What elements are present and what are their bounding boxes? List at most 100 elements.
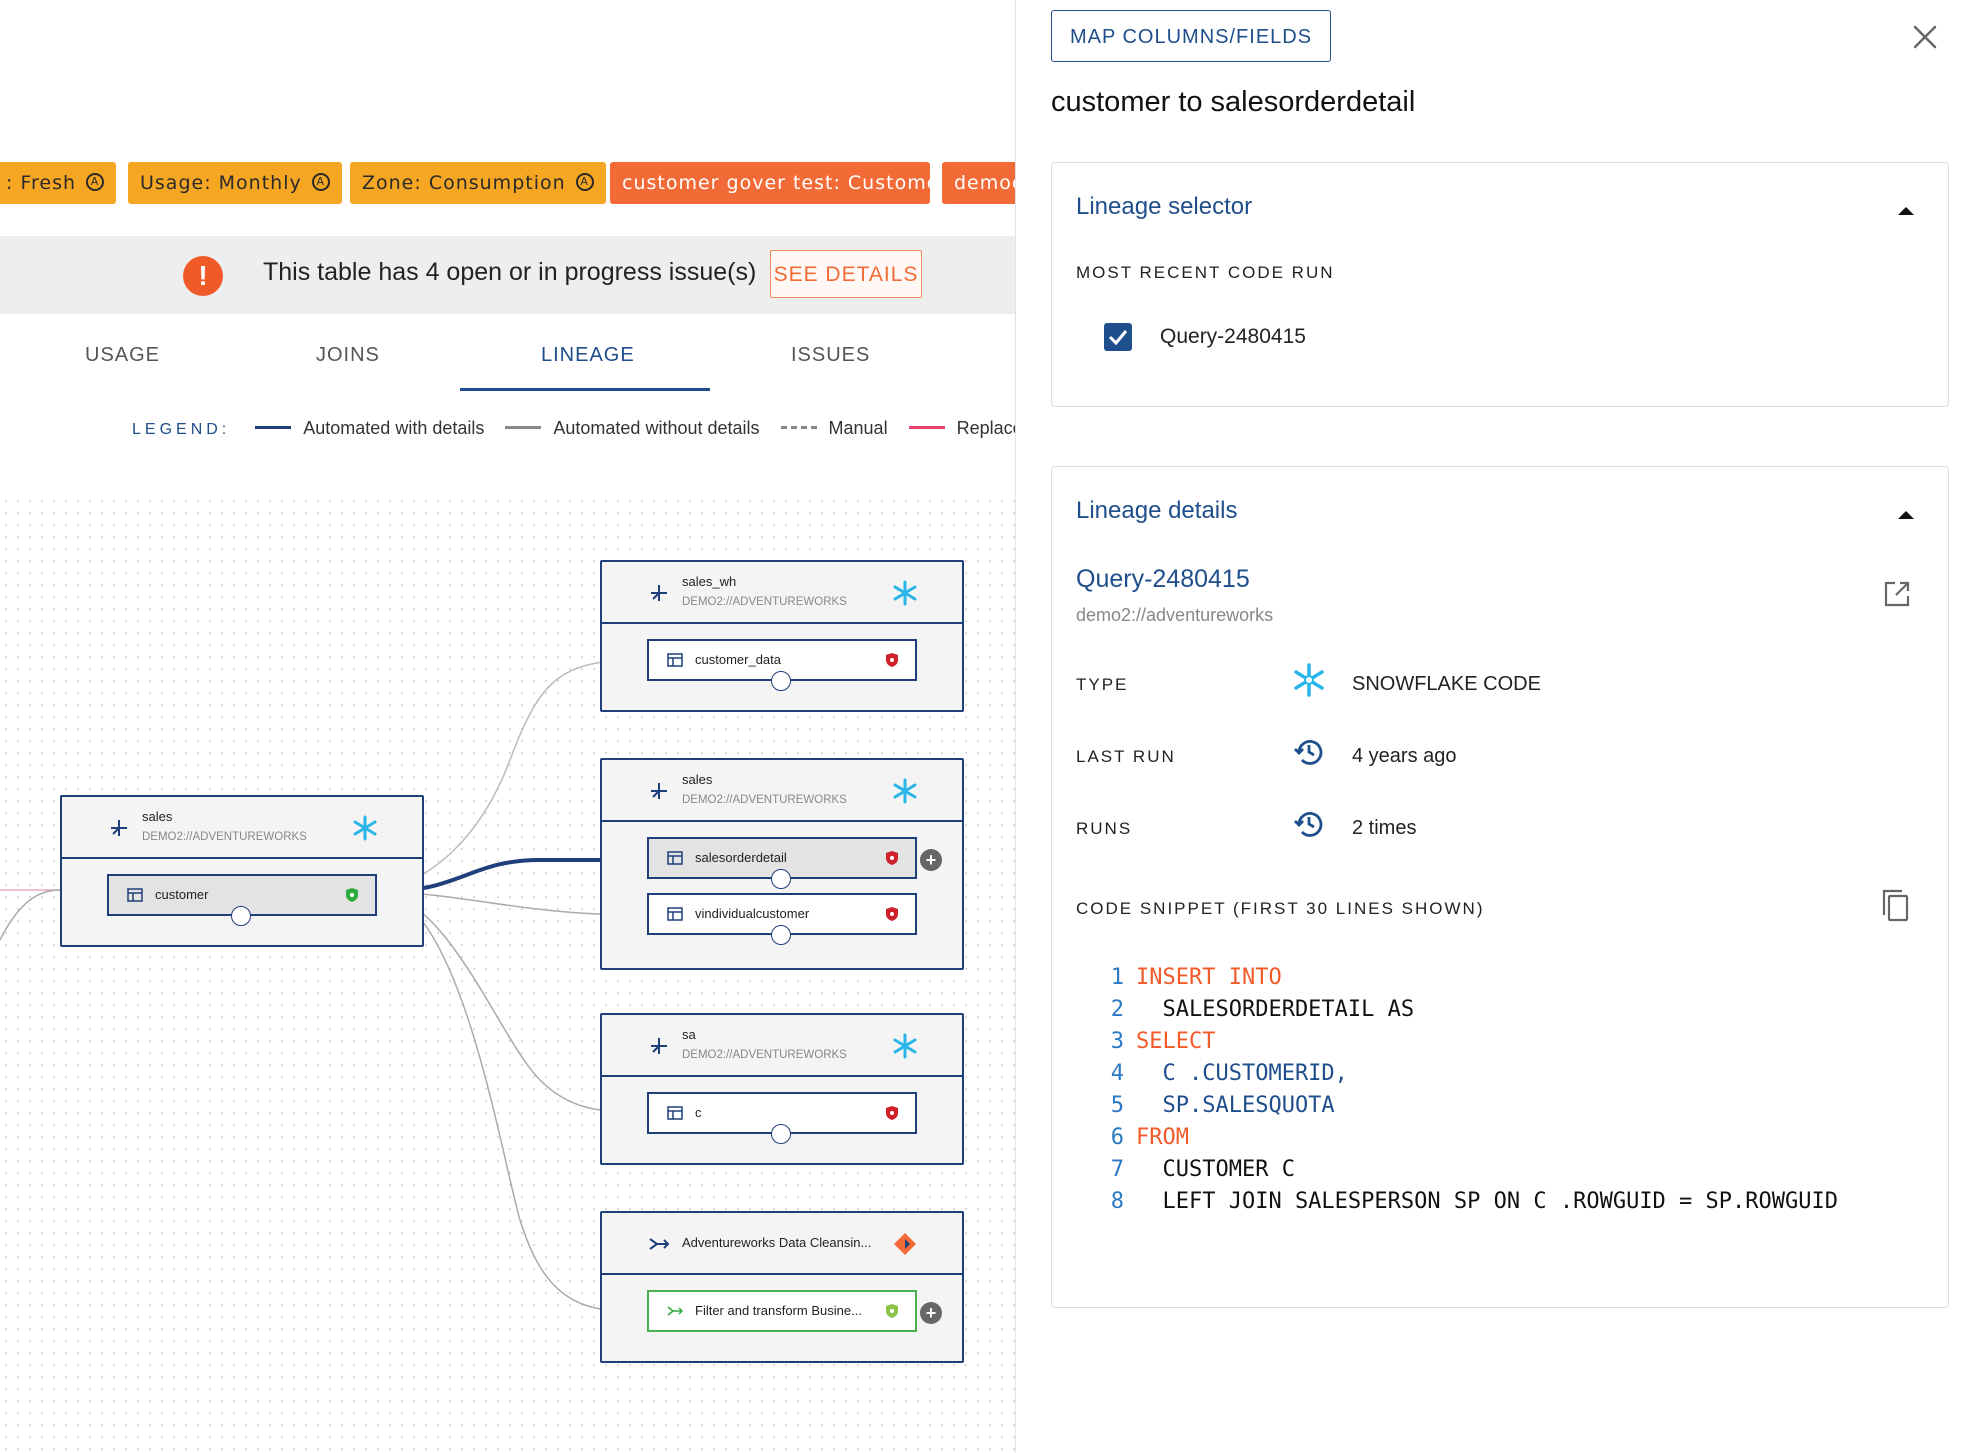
- open-external-icon[interactable]: [1882, 579, 1912, 609]
- line-number: 3: [1110, 1029, 1124, 1054]
- tag-zone[interactable]: Zone: Consumption A: [350, 162, 606, 204]
- last-run-value: 4 years ago: [1352, 745, 1457, 767]
- field-c[interactable]: c: [647, 1092, 917, 1144]
- node-title: sales: [142, 809, 173, 824]
- node-header: sales DEMO2://ADVENTUREWORKS: [62, 797, 422, 859]
- node-sales-wh[interactable]: sales_wh DEMO2://ADVENTUREWORKS customer…: [600, 560, 964, 712]
- expand-chevron-icon[interactable]: [771, 869, 791, 889]
- field-label: salesorderdetail: [695, 850, 787, 865]
- edge-to-customer-data: [379, 660, 640, 893]
- legend-swatch-manual: [780, 425, 817, 429]
- node-title: sales: [682, 772, 713, 787]
- add-plus-icon[interactable]: +: [920, 849, 942, 871]
- snowflake-icon: [1294, 663, 1324, 697]
- field-vindividualcustomer[interactable]: vindividualcustomer: [647, 893, 917, 945]
- tag-fresh[interactable]: : Fresh A: [0, 162, 117, 204]
- code-line: 4 C .CUSTOMERID,: [1100, 1058, 1838, 1090]
- node-sales[interactable]: sales DEMO2://ADVENTUREWORKS salesorderd…: [600, 758, 964, 970]
- tab-usage[interactable]: USAGE: [85, 344, 161, 366]
- legend-item: Automated with details: [303, 418, 485, 438]
- runs-value: 2 times: [1352, 817, 1417, 839]
- code-line: 3 SELECT: [1100, 1026, 1838, 1058]
- check-icon: [1108, 330, 1128, 346]
- snowflake-icon: [893, 778, 917, 804]
- code-text: SP.SALESQUOTA: [1136, 1093, 1335, 1118]
- card-title: Lineage selector: [1076, 193, 1253, 220]
- node-sales-source[interactable]: sales DEMO2://ADVENTUREWORKS customer: [60, 795, 424, 947]
- field-label: customer: [155, 887, 209, 902]
- legend-item: Manual: [828, 418, 888, 438]
- snowflake-icon: [893, 1033, 917, 1059]
- field-filter-transform[interactable]: Filter and transform Busine...: [647, 1290, 917, 1332]
- query-link[interactable]: Query-2480415: [1076, 565, 1250, 593]
- map-columns-button[interactable]: MAP COLUMNS/FIELDS: [1051, 10, 1331, 62]
- line-number: 2: [1110, 997, 1124, 1022]
- node-adventureworks-cleansing[interactable]: Adventureworks Data Cleansin... Filter a…: [600, 1211, 964, 1363]
- see-details-button[interactable]: SEE DETAILS: [770, 250, 922, 298]
- expand-chevron-icon[interactable]: [231, 906, 251, 926]
- legend-item: Replace: [956, 418, 1015, 438]
- node-header: sales DEMO2://ADVENTUREWORKS: [602, 760, 962, 822]
- schema-icon: [111, 820, 127, 836]
- shield-icon: [886, 851, 898, 865]
- snowflake-icon: [353, 815, 377, 841]
- tag-label: democ: [954, 172, 1015, 194]
- code-line: 6 FROM: [1100, 1122, 1838, 1154]
- code-text: C .CUSTOMERID,: [1136, 1061, 1348, 1086]
- line-number: 4: [1110, 1061, 1124, 1086]
- tag-label: Usage: Monthly: [140, 172, 302, 194]
- shield-icon: [886, 653, 898, 667]
- query-source: demo2://adventureworks: [1076, 605, 1274, 625]
- query-checkbox[interactable]: [1104, 323, 1132, 351]
- node-subtitle: DEMO2://ADVENTUREWORKS: [682, 1049, 847, 1061]
- tag-label: : Fresh: [6, 172, 77, 194]
- lineage-selector-card: Lineage selector MOST RECENT CODE RUN Qu…: [1051, 162, 1949, 407]
- collapse-caret-icon[interactable]: [1898, 511, 1914, 519]
- issue-banner: ! This table has 4 open or in progress i…: [0, 236, 1015, 314]
- shield-icon: [886, 1304, 898, 1318]
- type-label: TYPE: [1076, 675, 1129, 694]
- copy-icon[interactable]: [1878, 887, 1912, 925]
- remove-tag-icon[interactable]: A: [86, 172, 105, 191]
- tag-usage[interactable]: Usage: Monthly A: [128, 162, 342, 204]
- add-plus-icon[interactable]: +: [920, 1302, 942, 1324]
- legend-item: Automated without details: [553, 418, 760, 438]
- tab-joins[interactable]: JOINS: [316, 344, 380, 366]
- schema-icon: [651, 783, 667, 799]
- tag-customer-gover[interactable]: customer gover test: Customer: [610, 162, 947, 204]
- tab-lineage[interactable]: LINEAGE: [541, 344, 635, 366]
- schema-icon: [651, 1038, 667, 1054]
- query-option-label[interactable]: Query-2480415: [1160, 325, 1306, 348]
- edge-in: [0, 889, 61, 941]
- code-line: 8 LEFT JOIN SALESPERSON SP ON C .ROWGUID…: [1100, 1186, 1838, 1218]
- node-sa[interactable]: sa DEMO2://ADVENTUREWORKS c: [600, 1013, 964, 1165]
- line-number: 6: [1110, 1125, 1124, 1150]
- tab-issues[interactable]: ISSUES: [791, 344, 871, 366]
- expand-chevron-icon[interactable]: [771, 925, 791, 945]
- code-text: FROM: [1136, 1125, 1189, 1150]
- code-line: 7 CUSTOMER C: [1100, 1154, 1838, 1186]
- node-subtitle: DEMO2://ADVENTUREWORKS: [142, 831, 307, 843]
- expand-chevron-icon[interactable]: [771, 671, 791, 691]
- panel-title: customer to salesorderdetail: [1051, 86, 1416, 118]
- close-icon[interactable]: [1910, 22, 1940, 52]
- history-icon: [1294, 740, 1323, 765]
- expand-chevron-icon[interactable]: [771, 1124, 791, 1144]
- legend-swatch-automated-no-details: [505, 425, 542, 429]
- node-header: Adventureworks Data Cleansin...: [602, 1213, 962, 1275]
- code-text: LEFT JOIN SALESPERSON SP ON C .ROWGUID =…: [1136, 1189, 1838, 1214]
- code-text: SELECT: [1136, 1029, 1216, 1054]
- legend-label: LEGEND:: [132, 421, 231, 438]
- field-customer[interactable]: customer: [107, 874, 377, 926]
- collapse-caret-icon[interactable]: [1898, 207, 1914, 215]
- field-customer-data[interactable]: customer_data: [647, 639, 917, 691]
- field-label: c: [695, 1105, 702, 1120]
- tag-label: Zone: Consumption: [362, 172, 566, 194]
- tag-democ[interactable]: democ: [942, 162, 1015, 204]
- code-line: 2 SALESORDERDETAIL AS: [1100, 994, 1838, 1026]
- node-subtitle: DEMO2://ADVENTUREWORKS: [682, 794, 847, 806]
- remove-tag-icon[interactable]: A: [575, 172, 594, 191]
- field-salesorderdetail[interactable]: salesorderdetail: [647, 837, 917, 889]
- remove-tag-icon[interactable]: A: [311, 172, 330, 191]
